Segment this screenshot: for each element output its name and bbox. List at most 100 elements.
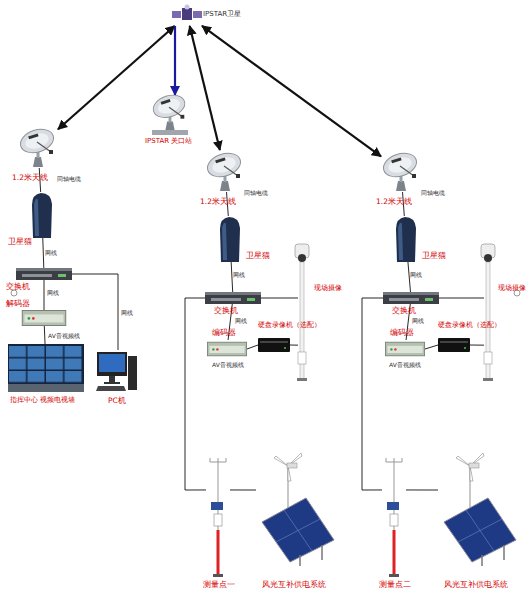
- dish-antenna: [204, 149, 243, 191]
- device-node: 卫星猫: [30, 192, 54, 238]
- device-node: 风光互补供电系统: [256, 452, 334, 560]
- dish-antenna: [204, 149, 243, 191]
- encoder-box: [207, 342, 246, 356]
- cable-line: [290, 345, 298, 346]
- cable-line: [43, 238, 44, 268]
- pc-computer: [96, 352, 137, 391]
- cable-label: 网线: [121, 310, 133, 316]
- pc-computer: [104, 382, 120, 384]
- satellite-modem: [396, 217, 416, 262]
- cable-label: AV音视频线: [48, 333, 80, 339]
- camera-pole: [481, 244, 495, 381]
- device-node: 1.2米天线: [381, 150, 421, 192]
- device-label: PC机: [108, 397, 126, 405]
- device-label: 1.2米天线: [376, 198, 412, 206]
- device-label: 解码器: [6, 300, 30, 308]
- wind-solar-power: [321, 545, 323, 560]
- device-node: IPSTAR 关口站: [150, 95, 190, 135]
- device-node: 风光互补供电系统: [438, 452, 516, 560]
- device-node: 1.2米天线: [18, 126, 58, 168]
- satellite-modem: [32, 193, 52, 238]
- device-node: 现场摄像: [484, 246, 492, 380]
- satellite-link: [202, 26, 381, 156]
- device-label: 现场摄像: [314, 285, 342, 293]
- dvr-recorder: [260, 341, 288, 343]
- device-label: 编码器: [390, 329, 414, 337]
- cable-label: 网线: [410, 272, 422, 278]
- cable-label: AV音视频线: [212, 362, 244, 368]
- device-label: 卫星猫: [8, 238, 32, 246]
- network-switch: [16, 268, 72, 280]
- cable-label: 网线: [47, 290, 59, 296]
- dish-antenna: [17, 125, 56, 167]
- device-label: 卫星猫: [246, 252, 270, 260]
- encoder-box: [385, 342, 424, 356]
- device-node: 编码器: [385, 340, 425, 358]
- cable-line: [362, 298, 383, 490]
- cable-line: [44, 326, 46, 344]
- wind-solar-power: [299, 555, 301, 566]
- cable-label: AV音视频线: [389, 362, 421, 368]
- device-label: 现场摄像: [498, 285, 526, 293]
- pc-computer: [99, 354, 125, 372]
- device-node: 指挥中心 视频电视墙: [8, 344, 84, 392]
- gateway-dish: [152, 130, 188, 135]
- device-label: 测量点二: [379, 581, 411, 589]
- cable-label: 网线: [412, 318, 424, 324]
- device-node: 现场摄像: [298, 246, 306, 380]
- equipment-artwork: [8, 5, 520, 578]
- dvr-recorder: [284, 347, 286, 349]
- pc-computer: [109, 376, 115, 382]
- wind-solar-power: [287, 463, 297, 468]
- device-node: 硬盘录像机（选配）: [438, 336, 470, 354]
- device-label: 风光互补供电系统: [262, 581, 326, 589]
- dish-antenna: [380, 149, 419, 191]
- device-node: 测量点一: [206, 455, 230, 579]
- device-label: 交换机: [392, 307, 416, 315]
- device-node: 交换机: [16, 268, 72, 280]
- camera-pole: [298, 352, 306, 364]
- device-label: 测量点一: [203, 581, 235, 589]
- cable-line: [185, 298, 206, 490]
- cable-label: 同轴电缆: [57, 176, 81, 182]
- satellite-modem: [220, 217, 240, 262]
- satellite-link: [174, 26, 176, 95]
- dvr-recorder: [258, 338, 290, 352]
- device-label: 风光互补供电系统: [444, 581, 508, 589]
- device-node: 编码器: [207, 340, 247, 358]
- device-label: IPSTAR 关口站: [145, 138, 192, 146]
- device-label: 交换机: [214, 307, 238, 315]
- measuring-station: [210, 458, 226, 577]
- device-label: 硬盘录像机（选配）: [438, 322, 501, 329]
- dvr-recorder: [258, 338, 290, 352]
- device-node: 解码器: [18, 310, 70, 326]
- cable-label: 同轴电缆: [421, 190, 445, 196]
- wind-solar-power: [284, 510, 312, 551]
- camera-pole: [297, 378, 307, 381]
- cable-label: 网线: [235, 318, 247, 324]
- cable-line: [425, 345, 438, 349]
- measuring-station: [210, 458, 211, 462]
- decoder-box: [22, 310, 66, 325]
- cable-line: [230, 489, 256, 490]
- satellite-icon: [172, 11, 181, 18]
- camera-pole: [298, 254, 306, 262]
- video-wall: [8, 344, 84, 384]
- encoder-box: [207, 342, 246, 356]
- cable-line: [439, 297, 484, 298]
- satellite-modem: [220, 217, 240, 262]
- cable-line: [470, 345, 484, 346]
- device-node: 交换机: [205, 292, 261, 304]
- dvr-recorder: [438, 338, 470, 352]
- cable-line: [261, 297, 298, 298]
- network-switch: [383, 292, 439, 304]
- gateway-dish: [150, 91, 187, 131]
- satellite-icon: [182, 8, 192, 20]
- wind-solar-power: [444, 453, 516, 566]
- cable-line: [406, 489, 438, 490]
- measuring-station: [210, 462, 226, 463]
- video-wall: [8, 384, 84, 392]
- video-wall: [9, 346, 83, 383]
